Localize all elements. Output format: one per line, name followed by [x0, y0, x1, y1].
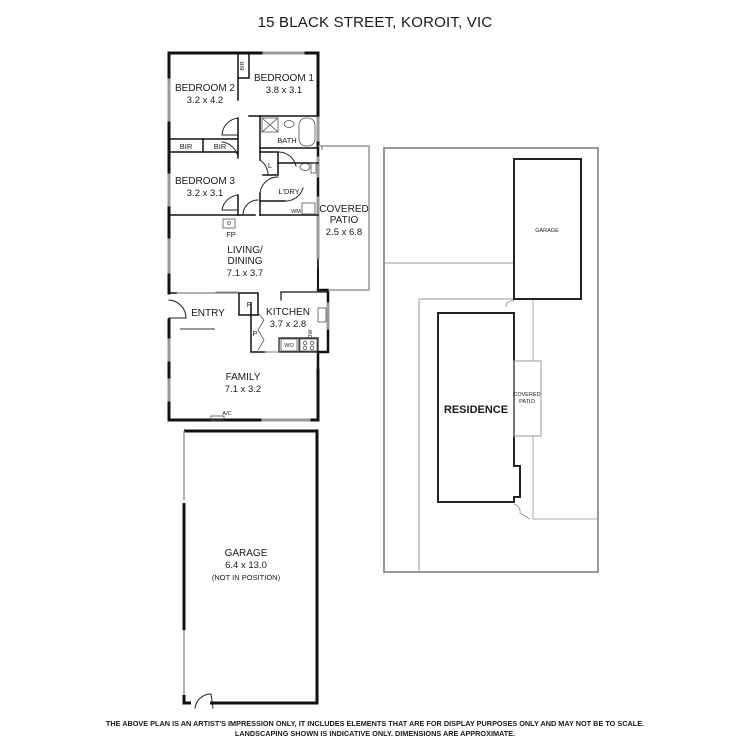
room-label-entry: ENTRY	[191, 308, 225, 319]
wo-label: WO	[284, 343, 294, 349]
disclaimer-line-1: THE ABOVE PLAN IS AN ARTIST'S IMPRESSION…	[105, 719, 645, 728]
garage-outline	[182, 429, 319, 705]
room-dims-bedroom-2: 3.2 x 4.2	[187, 95, 223, 106]
disclaimer-line-2: LANDSCAPING SHOWN IS INDICATIVE ONLY. DI…	[234, 729, 516, 738]
room-labels: BEDROOM 2 3.2 x 4.2 BEDROOM 1 3.8 x 3.1 …	[175, 61, 559, 582]
room-label-bedroom-2: BEDROOM 2	[175, 83, 235, 94]
disclaimer: THE ABOVE PLAN IS AN ARTIST'S IMPRESSION…	[0, 719, 750, 739]
page-title: 15 BLACK STREET, KOROIT, VIC	[257, 14, 493, 31]
ac-label: A/C	[222, 411, 231, 417]
fp-label: FP	[226, 230, 236, 239]
covered-patio-outline	[318, 145, 370, 291]
site-patio-label: COVERED	[513, 392, 540, 398]
room-label-bath: BATH	[277, 136, 296, 145]
linen-label: L	[268, 161, 272, 170]
garage-label: GARAGE	[225, 548, 268, 559]
bir-label: BIR	[240, 61, 246, 70]
site-residence-label: RESIDENCE	[444, 404, 508, 416]
room-dims-bedroom-1: 3.8 x 3.1	[266, 85, 302, 96]
house-floor-plan	[167, 51, 330, 709]
room-label-bedroom-1: BEDROOM 1	[254, 73, 314, 84]
garage-dims: 6.4 x 13.0	[225, 560, 267, 571]
room-dims-patio: 2.5 x 6.8	[326, 227, 362, 238]
pantry-label: P	[252, 329, 257, 338]
room-label-family: FAMILY	[226, 372, 261, 383]
fridge-label: F	[247, 300, 252, 309]
dw-label: DW	[308, 329, 314, 339]
wm-label: WM	[291, 209, 301, 215]
room-label-patio-2: PATIO	[330, 215, 359, 226]
room-dims-kitchen: 3.7 x 2.8	[270, 319, 306, 330]
bir-label: BIR	[214, 142, 227, 151]
room-label-laundry: L'DRY	[278, 187, 299, 196]
room-label-bedroom-3: BEDROOM 3	[175, 176, 235, 187]
garage-note: (NOT IN POSITION)	[212, 573, 281, 582]
room-label-living: LIVING/	[227, 245, 263, 256]
site-plan	[383, 147, 599, 573]
site-garage-label: GARAGE	[535, 228, 559, 234]
room-label-patio: COVERED	[319, 204, 368, 215]
room-label-kitchen: KITCHEN	[266, 307, 310, 318]
site-patio-label-2: PATIO	[519, 399, 535, 405]
room-dims-living: 7.1 x 3.7	[227, 268, 263, 279]
room-dims-bedroom-3: 3.2 x 3.1	[187, 188, 223, 199]
room-label-living-2: DINING	[228, 256, 263, 267]
room-dims-family: 7.1 x 3.2	[225, 384, 261, 395]
bir-label: BIR	[180, 142, 193, 151]
